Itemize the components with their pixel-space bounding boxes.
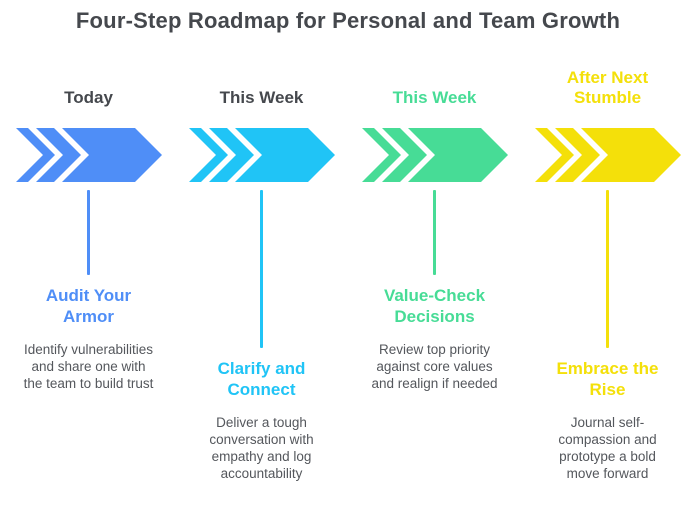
connector-line	[606, 190, 609, 348]
step-when-label: Today	[64, 88, 113, 107]
step-column-3: This Week Value-Check Decisions Review t…	[348, 60, 521, 482]
steps-row: Today Audit Your Armor Identify vulnerab…	[0, 60, 696, 482]
triple-chevron-arrow-icon	[361, 128, 508, 182]
step-column-4: After Next Stumble Embrace the Rise Jour…	[521, 60, 694, 482]
step-description: Review top priority against core values …	[371, 342, 498, 391]
step-description: Deliver a tough conversation with empath…	[209, 415, 314, 481]
step-when-label: This Week	[392, 88, 477, 107]
step-heading: Value-Check Decisions	[383, 286, 486, 326]
connector-line	[260, 190, 263, 348]
connector-line	[87, 190, 90, 275]
step-heading: Audit Your Armor	[45, 286, 132, 326]
connector-line	[433, 190, 436, 275]
step-when-label: After Next Stumble	[566, 68, 649, 107]
step-heading: Embrace the Rise	[556, 359, 659, 399]
step-description: Journal self-compassion and prototype a …	[558, 415, 657, 481]
diagram-title: Four-Step Roadmap for Personal and Team …	[75, 8, 621, 33]
step-column-2: This Week Clarify and Connect Deliver a …	[175, 60, 348, 482]
step-heading: Clarify and Connect	[217, 359, 306, 399]
step-column-1: Today Audit Your Armor Identify vulnerab…	[2, 60, 175, 482]
step-when-label: This Week	[219, 88, 304, 107]
triple-chevron-arrow-icon	[188, 128, 335, 182]
step-description: Identify vulnerabilities and share one w…	[23, 342, 154, 391]
triple-chevron-arrow-icon	[534, 128, 681, 182]
triple-chevron-arrow-icon	[15, 128, 162, 182]
